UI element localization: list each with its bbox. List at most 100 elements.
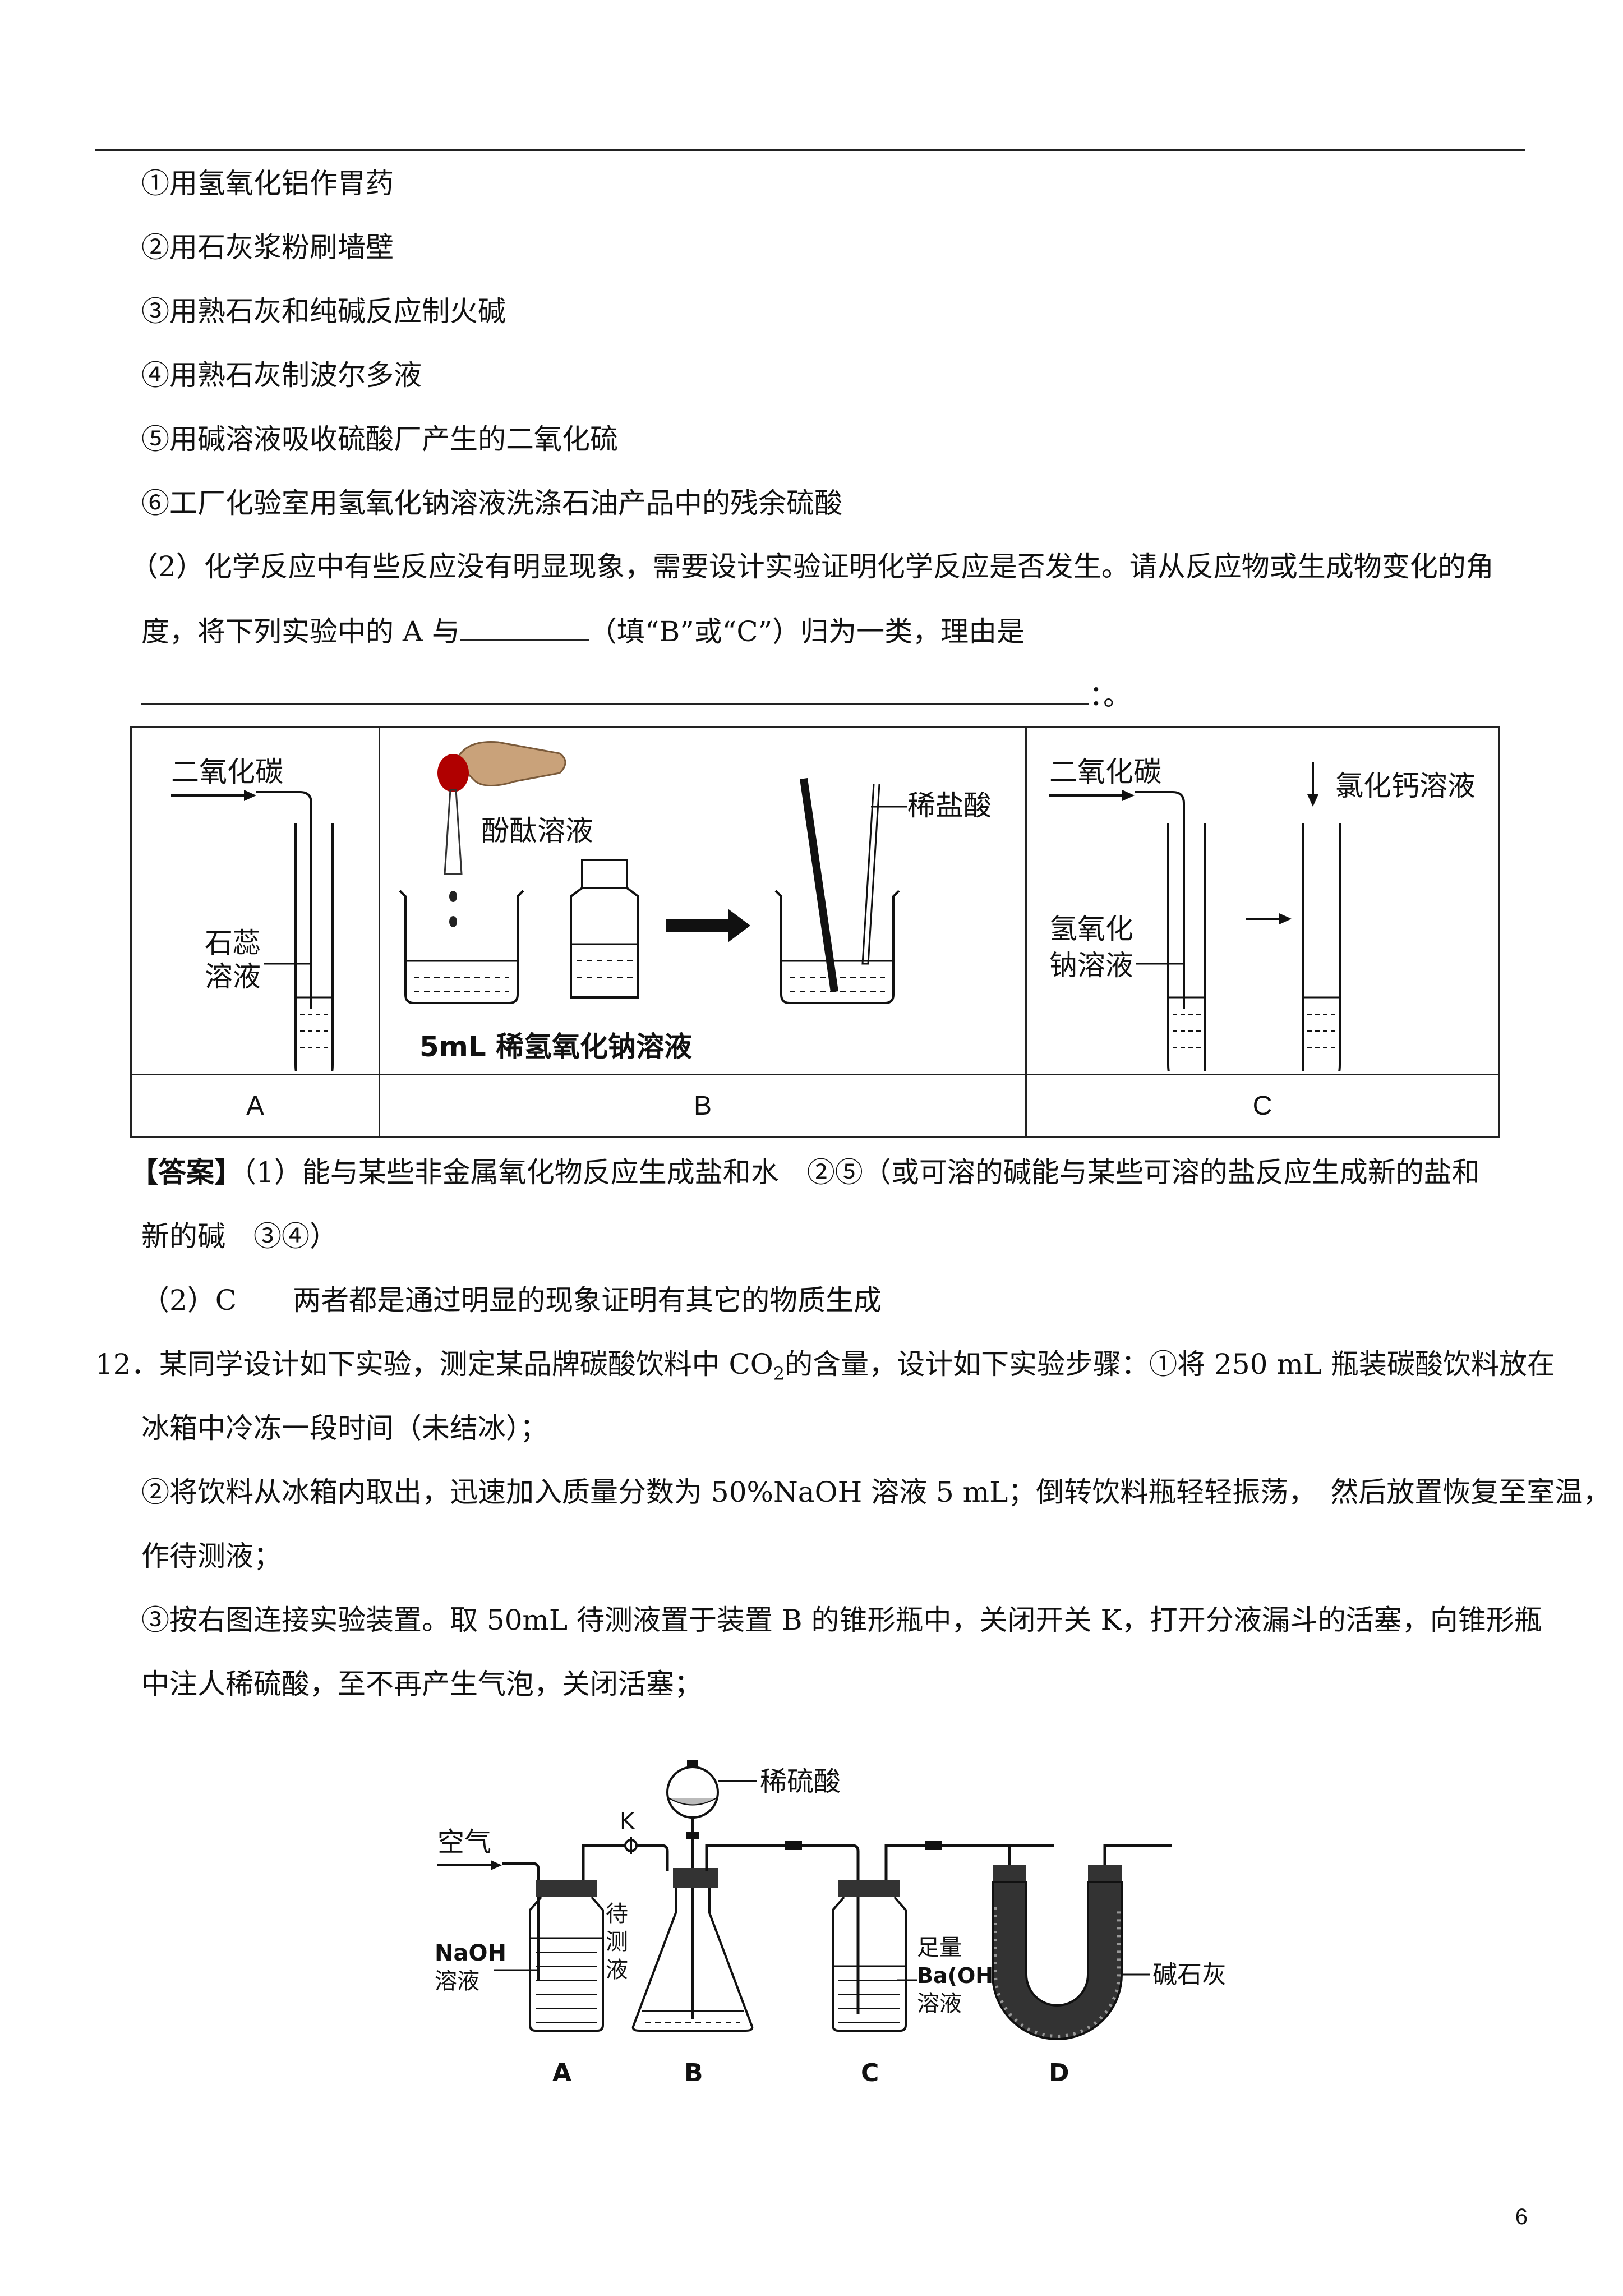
barium-hydroxide-label: 溶液	[917, 1991, 962, 2017]
arrow-head-icon	[244, 790, 256, 801]
arrow-head-icon	[1279, 913, 1292, 924]
hand-icon	[455, 740, 566, 786]
funnel-stopcock[interactable]	[686, 1832, 699, 1839]
list-item: ⑥工厂化验室用氢氧化钠溶液洗涤石油产品中的残余硫酸	[141, 487, 842, 519]
apparatus-label-a: A	[552, 2059, 571, 2087]
apparatus-label-d: D	[1049, 2059, 1069, 2087]
answer-line2: 新的碱 ③④）	[141, 1220, 338, 1253]
list-item: ③用熟石灰和纯碱反应制火碱	[141, 295, 506, 328]
question-2-end: ：。	[1089, 679, 1131, 712]
bottle-stopper	[581, 859, 628, 889]
process-arrow-icon	[666, 909, 750, 942]
connecting-tube	[705, 1844, 796, 1871]
glass-rod	[800, 777, 838, 993]
co2-label: 二氧化碳	[1049, 756, 1161, 788]
rubber-joint	[925, 1841, 942, 1850]
outlet-tube	[1103, 1844, 1172, 1865]
question-12-line6: 中注人稀硫酸，至不再产生气泡，关闭活塞；	[141, 1668, 702, 1700]
dropper-icon	[444, 789, 463, 875]
litmus-label: 溶液	[205, 960, 261, 993]
experiment-figure-table: 二氧化碳 石蕊 溶液	[130, 726, 1500, 1138]
question-2-line1: （2）化学反应中有些反应没有明显现象，需要设计实验证明化学反应是否发生。请从反应…	[130, 550, 1494, 583]
question-12-line3: ②将饮料从冰箱内取出，迅速加入质量分数为 50%NaOH 溶液 5 mL；倒转饮…	[141, 1476, 1611, 1508]
sample-label: 液	[606, 1957, 628, 1983]
test-tube	[1167, 823, 1206, 1089]
list-item: ④用熟石灰制波尔多液	[141, 359, 422, 392]
u-tube-d	[992, 1881, 1123, 2040]
apparatus-diagram: 空气 NaOH 溶液 K 稀硫酸 待 测 液 足量 Ba(OH)2 溶液	[435, 1760, 1227, 2087]
liquid-hatching	[536, 1952, 597, 2023]
figure-caption-a: A	[130, 1074, 380, 1138]
stopper-c	[838, 1880, 900, 1897]
naoh-label: 钠溶液	[1049, 949, 1133, 982]
test-tube	[1302, 823, 1341, 1089]
experiment-b-diagram: 酚酞溶液 稀盐酸 5mL 稀氢氧化钠溶液	[399, 740, 992, 1063]
connecting-tube	[802, 1844, 860, 2014]
test-tube	[294, 823, 334, 1089]
air-label: 空气	[437, 1826, 491, 1858]
dropper-icon	[861, 784, 880, 965]
naoh-label: 溶液	[435, 1968, 479, 1994]
figure-cell-a: 二氧化碳 石蕊 溶液	[130, 726, 380, 1089]
rubber-joint	[785, 1841, 802, 1850]
drop-icon	[449, 891, 457, 902]
connecting-tube	[1008, 1844, 1054, 1865]
separatory-funnel	[666, 1766, 719, 1819]
baoh-text: Ba(OH)	[917, 1963, 1003, 1988]
inlet-tube	[502, 1862, 540, 1980]
experiment-c-diagram: 二氧化碳 氢氧化 钠溶液 氯化钙溶液	[1049, 756, 1476, 1089]
question-2-line2: 度，将下列实验中的 A 与（填“B”或“C”）归为一类，理由是	[141, 614, 1025, 648]
stopper-a	[536, 1880, 597, 1897]
connecting-tube	[637, 1844, 669, 1871]
phenolphthalein-label: 酚酞溶液	[481, 815, 593, 847]
answer-blank[interactable]	[459, 614, 589, 641]
answer-line3: （2）C 两者都是通过明显的现象证明有其它的物质生成	[141, 1284, 882, 1317]
gas-tube	[256, 791, 312, 1009]
figure-caption-c: C	[1025, 1074, 1500, 1138]
sample-label: 待	[606, 1901, 628, 1927]
drop-icon	[449, 916, 457, 927]
barium-hydroxide-label: 足量	[917, 1935, 962, 1961]
header-rule	[95, 149, 1525, 151]
connecting-tube	[884, 1844, 1054, 1880]
funnel-liquid	[668, 1797, 717, 1806]
gas-tube	[1135, 791, 1185, 1009]
naoh-solution-label: 5mL 稀氢氧化钠溶液	[419, 1030, 692, 1063]
liquid-hatching	[838, 1980, 900, 2023]
litmus-label: 石蕊	[205, 927, 261, 959]
answer-line1: 【答案】（1）能与某些非金属氧化物反应生成盐和水 ②⑤（或可溶的碱能与某些可溶的…	[130, 1156, 1480, 1189]
naoh-label: 氢氧化	[1049, 913, 1133, 945]
valve-k-label: K	[620, 1809, 635, 1834]
stopper-d-right	[1088, 1865, 1122, 1882]
question-12-line1: 12．某同学设计如下实验，测定某品牌碳酸饮料中 CO2的含量，设计如下实验步骤：…	[95, 1347, 1555, 1391]
calcium-chloride-label: 氯化钙溶液	[1335, 770, 1476, 802]
experiment-a-diagram: 二氧化碳 石蕊 溶液	[171, 756, 334, 1089]
question-12-text: 的含量，设计如下实验步骤：①将 250 mL 瓶装碳酸饮料放在	[785, 1348, 1555, 1381]
sample-label: 测	[606, 1929, 628, 1955]
arrow-head-icon	[491, 1860, 502, 1870]
stopper-d-left	[993, 1865, 1026, 1882]
beaker	[399, 890, 524, 1004]
question-12-line2: 冰箱中冷冻一段时间（未结冰）；	[141, 1412, 548, 1444]
question-12-line5: ③按右图连接实验装置。取 50mL 待测液置于装置 B 的锥形瓶中，关闭开关 K…	[141, 1604, 1542, 1636]
figure-cell-c: 二氧化碳 氢氧化 钠溶液 氯化钙溶液	[1025, 726, 1500, 1089]
list-item: ①用氢氧化铝作胃药	[141, 167, 394, 200]
list-item: ②用石灰浆粉刷墙壁	[141, 231, 394, 264]
question-12-text: 12．某同学设计如下实验，测定某品牌碳酸饮料中 CO	[95, 1348, 773, 1381]
conical-flask-b	[631, 1888, 754, 2032]
co2-subscript: 2	[773, 1363, 785, 1384]
answer-label: 【答案】	[130, 1156, 242, 1189]
question-12-line4: 作待测液；	[141, 1540, 282, 1572]
apparatus-label-b: B	[684, 2059, 703, 2087]
reason-blank[interactable]	[141, 678, 1089, 705]
apparatus-label-c: C	[861, 2059, 879, 2087]
soda-lime-label: 碱石灰	[1152, 1961, 1227, 1989]
question-2-text: 度，将下列实验中的 A 与	[141, 615, 460, 648]
barium-hydroxide-label: Ba(OH)2	[917, 1963, 1013, 1993]
funnel-stopper	[687, 1760, 698, 1768]
gas-washing-bottle-a	[529, 1896, 604, 2032]
reagent-bottle	[570, 887, 639, 999]
naoh-label: NaOH	[435, 1940, 506, 1966]
connecting-tube	[582, 1844, 662, 1880]
question-2-line3: ：。	[141, 678, 1131, 712]
